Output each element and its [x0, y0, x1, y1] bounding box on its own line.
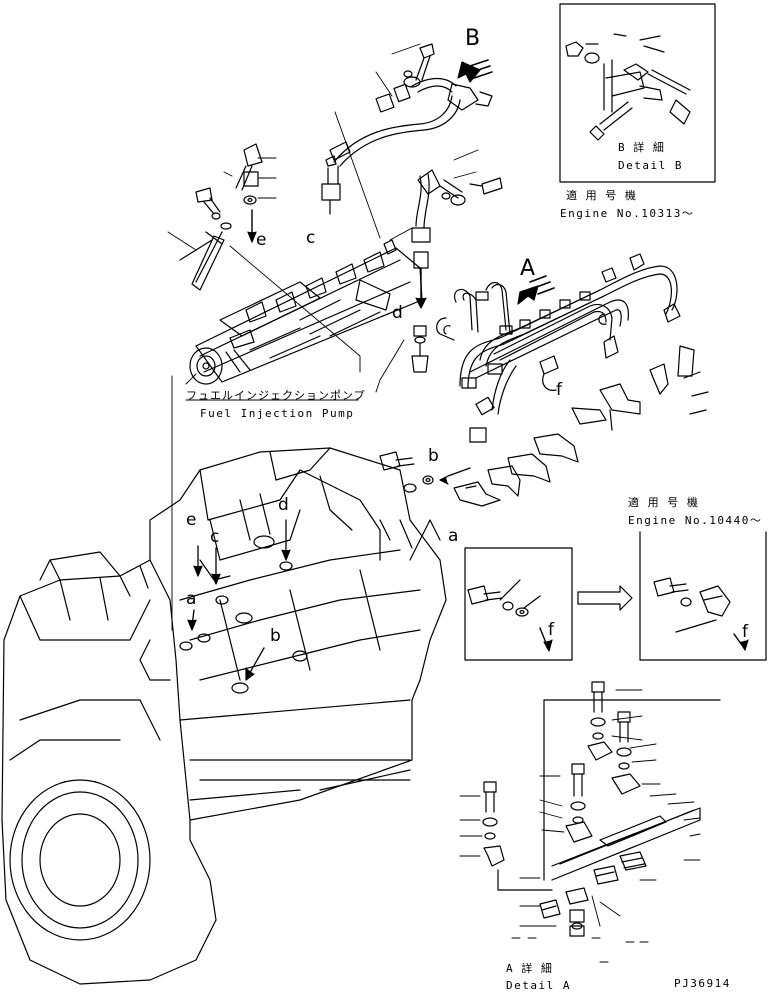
callout-a-mid: a — [448, 526, 459, 546]
engine-arrows — [187, 519, 291, 681]
drawing-code: PJ36914 — [674, 977, 731, 990]
callout-big-b: B — [465, 26, 481, 51]
fuel-injection-pump — [189, 239, 423, 385]
engine-block — [1, 447, 447, 985]
variant-engine-no: Engine No.10440～ — [628, 514, 763, 527]
callout-d-top: d — [392, 303, 403, 323]
pump-label-jp: フュエルインジェクションポンプ — [186, 389, 366, 402]
detail-a-small-box — [464, 547, 573, 661]
detail-10440-box — [639, 531, 767, 661]
callout-d-engine: d — [278, 495, 289, 515]
arrow-b — [457, 59, 493, 83]
detail-b-frame — [559, 3, 716, 183]
arrow-a — [517, 275, 555, 305]
top-pipe — [321, 43, 493, 215]
callout-a-engine: a — [186, 589, 197, 609]
detail-a-title-jp: A 詳 細 — [506, 962, 553, 975]
callout-c-engine: c — [210, 527, 220, 547]
detail-b-title-en: Detail B — [618, 159, 683, 172]
pump-label-lines — [185, 373, 359, 401]
callout-f-mid: f — [556, 380, 562, 400]
callout-e-engine: e — [186, 510, 197, 530]
injection-pipes — [411, 253, 681, 443]
pump-label-en: Fuel Injection Pump — [200, 407, 355, 420]
left-small-parts — [179, 143, 263, 291]
transition-arrow — [577, 585, 633, 611]
callout-f-box-b: f — [742, 622, 748, 642]
callout-b-mid: b — [428, 446, 439, 466]
clamp-parts — [453, 345, 709, 507]
right-upper-pipe — [411, 169, 503, 309]
detail-b-engine-no: Engine No.10313～ — [560, 207, 695, 220]
leader-lines — [167, 43, 479, 631]
callout-b-engine: b — [270, 626, 281, 646]
callout-big-a: A — [520, 256, 536, 281]
detail-b-title-jp: B 詳 細 — [618, 141, 665, 154]
detail-a-frame — [459, 681, 721, 963]
detail-b-parts — [565, 33, 691, 141]
bracket-bolts — [379, 451, 471, 493]
variant-applicable-jp: 適 用 号 機 — [628, 496, 699, 509]
callout-e-top: e — [256, 230, 267, 250]
detail-b-applicable-jp: 適 用 号 機 — [566, 189, 637, 202]
callout-c-top: c — [306, 228, 316, 248]
callout-f-box-a: f — [548, 620, 554, 640]
detail-a-title-en: Detail A — [506, 979, 571, 992]
